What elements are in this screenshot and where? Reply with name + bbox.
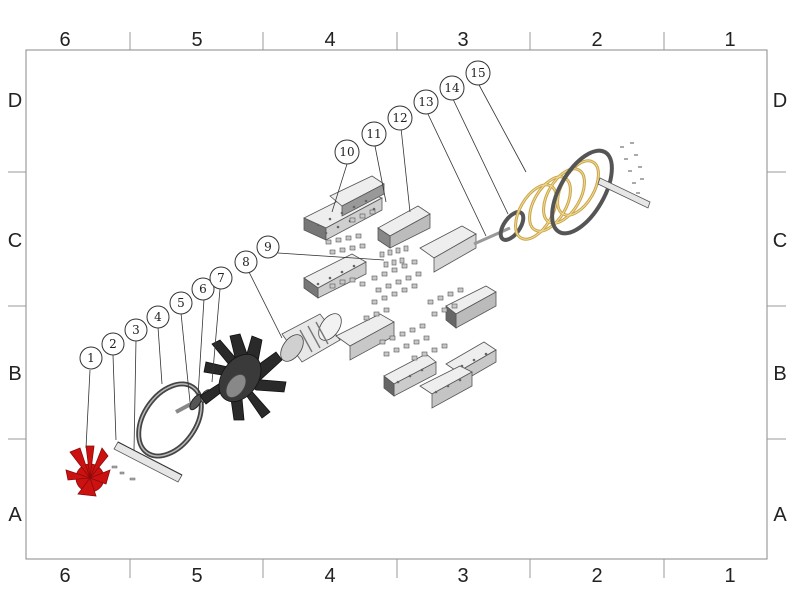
callout-10: 10 [334,139,360,165]
zone-col-top-3: 3 [457,29,469,51]
callout-2-label: 2 [109,337,117,351]
zone-col-top-6: 6 [59,29,71,51]
zone-row-left-D: D [7,90,23,112]
zone-row-right-D: D [772,90,788,112]
callouts: 1 2 3 4 5 6 7 [79,60,491,370]
callout-7: 7 [209,266,233,290]
zone-col-top-5: 5 [191,29,203,51]
zone-row-right-B: B [773,363,787,385]
callout-3-label: 3 [132,323,140,337]
bar-part [113,441,183,483]
callout-8-label: 8 [242,255,250,269]
callout-11-label: 11 [366,127,381,141]
callout-12: 12 [387,105,413,131]
zone-col-top-2: 2 [591,29,603,51]
roller-part [280,313,342,363]
zone-col-bottom-1: 1 [724,565,736,587]
callout-13-label: 13 [418,95,433,109]
zone-col-top-1: 1 [724,29,736,51]
callout-15: 15 [465,60,491,86]
callout-6-label: 6 [199,282,207,296]
callout-15-label: 15 [470,66,485,80]
callout-2: 2 [101,332,125,356]
zone-col-top-4: 4 [324,29,336,51]
end-ring-part [550,148,651,236]
callout-8: 8 [234,250,258,274]
callout-10-label: 10 [339,145,354,159]
zone-col-bottom-4: 4 [324,565,336,587]
zone-row-right-C: C [772,230,788,252]
callout-4-label: 4 [154,310,162,324]
callout-5: 5 [169,291,193,315]
spring-highlight [515,160,599,240]
leader-lines [85,82,527,451]
callout-9: 9 [256,235,280,259]
zone-row-left-B: B [8,363,22,385]
ring-part [136,381,204,459]
zone-row-left-C: C [7,230,23,252]
callout-11: 11 [361,121,387,147]
callout-13: 13 [413,89,439,115]
zone-col-bottom-5: 5 [191,565,203,587]
zone-row-right-A: A [773,504,787,526]
callout-12-label: 12 [392,111,407,125]
callout-4: 4 [146,305,170,329]
fan-part [65,445,111,497]
callout-14: 14 [439,75,465,101]
pin-cluster [325,209,464,361]
callout-7-label: 7 [217,271,225,285]
callout-5-label: 5 [177,296,185,310]
callout-3: 3 [124,318,148,342]
zone-row-left-A: A [8,504,22,526]
callout-1-label: 1 [87,351,95,365]
impeller-part [199,333,287,421]
callout-9-label: 9 [264,240,272,254]
callout-1: 1 [79,346,103,370]
block-holes [316,199,488,394]
block-parts [303,175,497,409]
small-hardware [620,142,644,194]
rod-part [473,226,511,246]
zone-col-bottom-2: 2 [591,565,603,587]
zone-col-bottom-6: 6 [59,565,71,587]
callout-14-label: 14 [444,81,460,95]
zone-col-bottom-3: 3 [457,565,469,587]
drawing-frame [8,32,786,578]
callout-6: 6 [191,277,215,301]
screw-parts [111,465,136,481]
small-ring-part [498,210,526,242]
